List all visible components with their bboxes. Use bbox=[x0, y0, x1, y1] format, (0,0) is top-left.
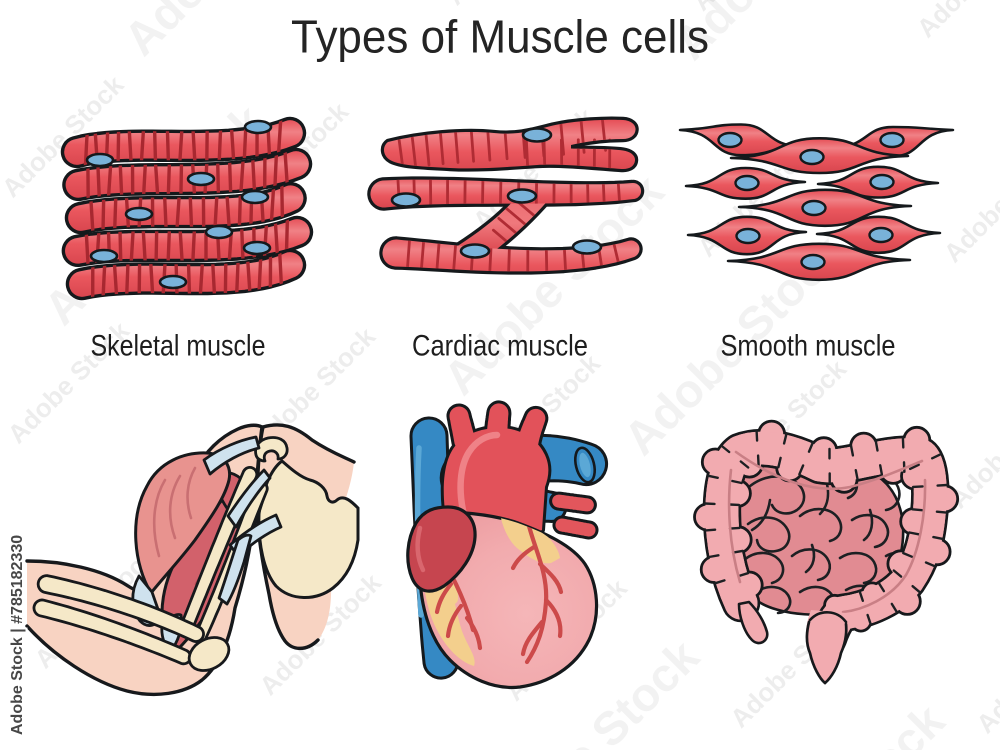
svg-text:Cardiac muscle: Cardiac muscle bbox=[412, 330, 588, 363]
svg-text:Adobe Stock: Adobe Stock bbox=[970, 605, 1000, 739]
svg-text:Types of Muscle cells: Types of Muscle cells bbox=[291, 11, 709, 63]
svg-text:Adobe Stock | #785182330: Adobe Stock | #785182330 bbox=[9, 535, 26, 735]
svg-text:Adobe Stock: Adobe Stock bbox=[911, 0, 1000, 43]
svg-text:Skeletal muscle: Skeletal muscle bbox=[91, 330, 266, 363]
svg-text:Smooth muscle: Smooth muscle bbox=[721, 330, 896, 363]
svg-text:Adobe Stock: Adobe Stock bbox=[938, 134, 1000, 268]
svg-text:Adobe Stock: Adobe Stock bbox=[440, 0, 574, 11]
